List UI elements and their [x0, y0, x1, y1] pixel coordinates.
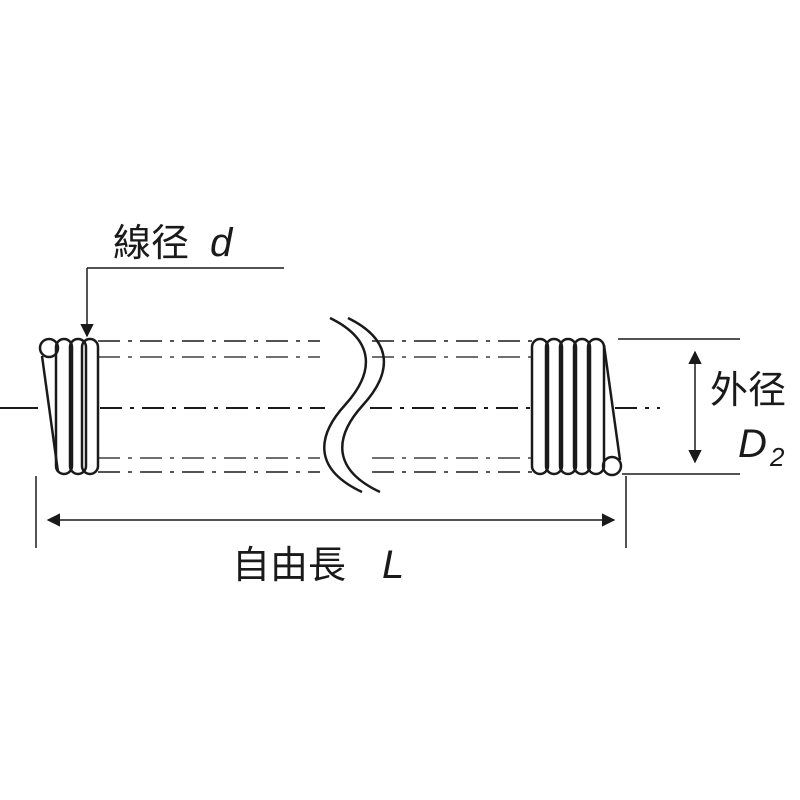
outer-envelope-lines	[98, 340, 532, 473]
free-length-dimension	[35, 476, 627, 548]
free-length-label: 自由長	[232, 545, 346, 587]
right-coil-group	[530, 337, 623, 477]
wire-diameter-label: 線径	[113, 223, 189, 265]
outer-diameter-dimension	[618, 338, 740, 475]
break-marks	[323, 316, 386, 494]
outer-diameter-label: 外径	[710, 370, 786, 412]
wire-diameter-symbol: d	[210, 221, 234, 265]
free-length-symbol: L	[382, 543, 404, 587]
left-coil-group	[38, 337, 100, 476]
wire-diameter-leader	[80, 267, 284, 338]
outer-diameter-subscript: 2	[769, 442, 785, 472]
outer-diameter-symbol: D	[738, 422, 767, 466]
